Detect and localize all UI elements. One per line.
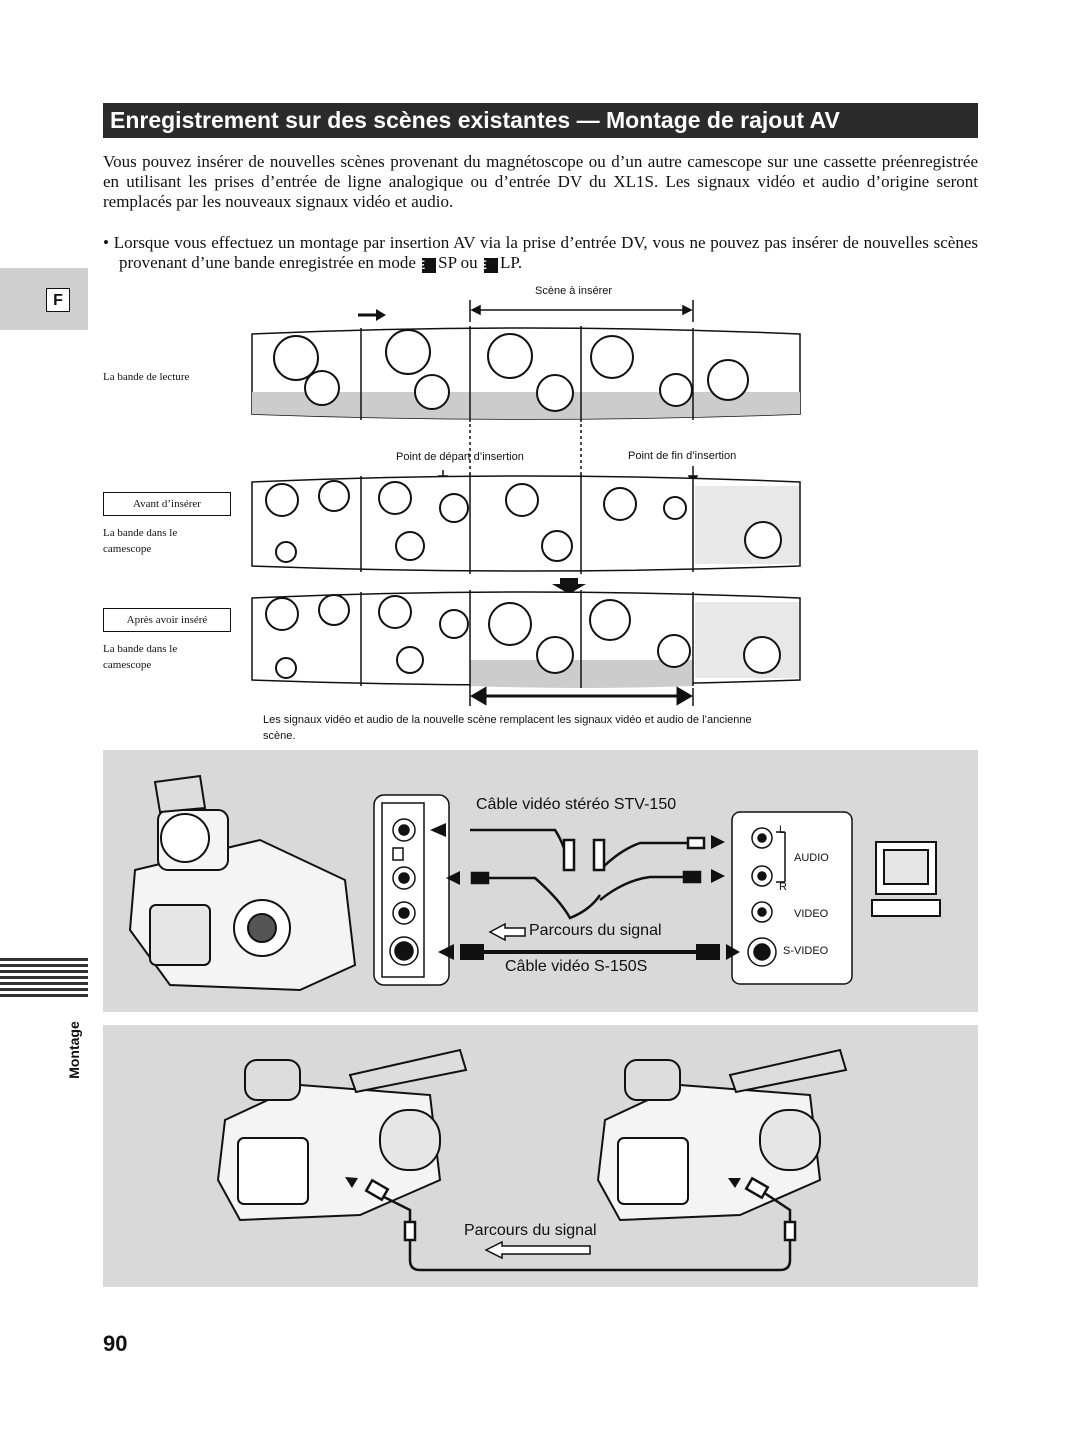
- baby-figures: [273, 329, 749, 401]
- playback-tape-label: La bande de lecture: [103, 371, 190, 383]
- diagram-caption: Les signaux vidéo et audio de la nouvell…: [263, 714, 752, 742]
- soccer-ball-icons: [304, 370, 693, 412]
- bullet-mode-sp: SP ou: [438, 253, 482, 272]
- stereo-cable-label: Câble vidéo stéréo STV-150: [476, 796, 677, 813]
- before-insert-box: Avant d’insérer: [103, 492, 231, 516]
- section-letter-box: F: [46, 288, 70, 312]
- camcorder-illustration-right: [596, 1048, 848, 1222]
- signal-path-arrow: [484, 1240, 591, 1260]
- inserted-span-arrow: [469, 686, 694, 706]
- tv-icon: [871, 841, 941, 917]
- analog-connection-diagram: [128, 774, 941, 992]
- av-cable: [470, 828, 706, 920]
- port-video-label: VIDEO: [794, 908, 829, 920]
- page-number: 90: [103, 1331, 128, 1356]
- signal-path-label: Parcours du signal: [529, 922, 662, 939]
- after-insert-box: Après avoir inséré: [103, 608, 231, 632]
- down-arrow: [552, 578, 586, 594]
- side-tab: [0, 268, 88, 330]
- mixed-figures: [265, 594, 631, 646]
- camcorder-tape-label: La bande dans le camescope: [103, 527, 178, 555]
- camcorder-illustration-left: [216, 1048, 468, 1222]
- bullet-text: • Lorsque vous effectuez un montage par …: [103, 233, 978, 272]
- soccer-ball-icons: [275, 496, 782, 563]
- intro-paragraph: Vous pouvez insérer de nouvelles scènes …: [103, 152, 978, 211]
- signal-arrows: [430, 823, 725, 885]
- dv-signal-arrows: [345, 1177, 741, 1188]
- bullet-mode-lp: LP.: [499, 253, 523, 272]
- insert-end-label: Point de fin d’insertion: [628, 450, 737, 462]
- scene-to-insert-label: Scène à insérer: [535, 285, 613, 297]
- e-mode-icon: E: [479, 258, 498, 273]
- camcorder-tape-label: La bande dans le camescope: [103, 643, 178, 671]
- port-l-label: L: [779, 824, 786, 836]
- side-stripes: [0, 958, 88, 1002]
- insert-start-label: Point de départ d’insertion: [396, 451, 524, 463]
- port-r-label: R: [779, 881, 787, 893]
- bullet-note: • Lorsque vous effectuez un montage par …: [103, 233, 978, 273]
- signal-path-arrow: [488, 922, 526, 942]
- dv-connection-diagram: [216, 1048, 848, 1272]
- page-title: Enregistrement sur des scènes existantes…: [103, 103, 978, 138]
- soccer-ball-icons: [275, 634, 781, 679]
- vcr-terminal-panel: [731, 811, 853, 985]
- camcorder-terminal-panel: [373, 794, 450, 986]
- scene-span-arrow: [469, 300, 694, 322]
- camcorder-illustration: [128, 774, 357, 992]
- port-audio-label: AUDIO: [794, 852, 829, 864]
- dv-signal-path-label: Parcours du signal: [464, 1222, 597, 1239]
- port-svideo-label: S-VIDEO: [783, 945, 829, 957]
- s-video-cable: [438, 944, 740, 960]
- direction-arrow: [358, 309, 386, 321]
- tape-diagram: [251, 300, 801, 706]
- boy-figures: [265, 480, 637, 523]
- dv-cable: [364, 1176, 797, 1272]
- e-mode-icon: E: [417, 258, 437, 273]
- s-video-cable-label: Câble vidéo S-150S: [505, 958, 648, 975]
